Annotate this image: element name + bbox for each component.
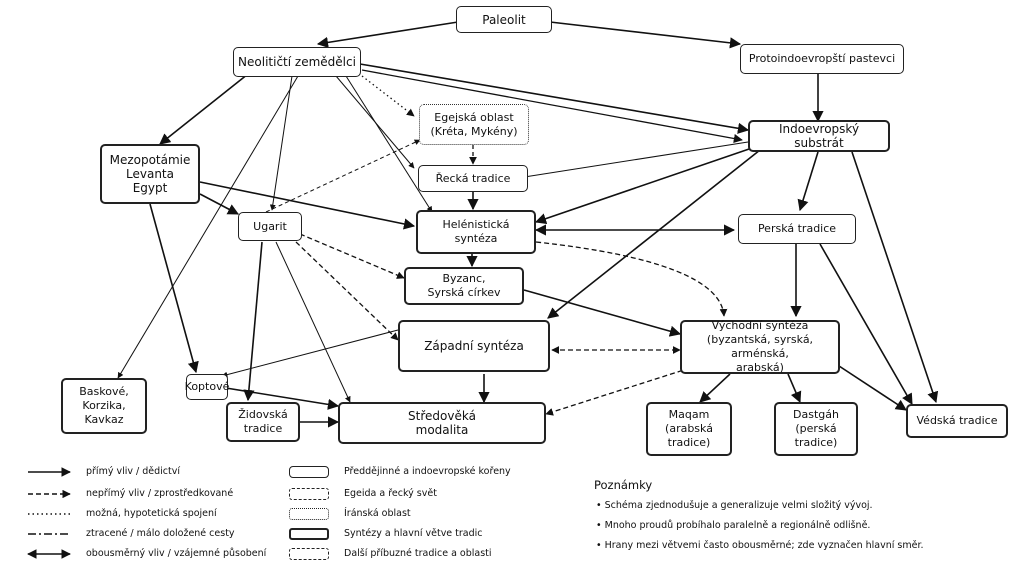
node-indosubstrat: Indoevropský substrát [748, 120, 890, 152]
edge-vychodni-dastgah [787, 373, 802, 404]
edge-neoliticti-indosubstrat-a [359, 63, 750, 134]
note-item: • Mnoho proudů probíhalo paralelně a reg… [596, 520, 871, 531]
node-koptove: Koptové [185, 374, 229, 400]
node-zidovska: Židovská tradice [226, 402, 300, 442]
edge-koptove-stredoveka [225, 387, 340, 410]
edge-vychodni-maqam [699, 373, 731, 403]
legend-text-hypothetical: možná, hypotetická spojení [86, 508, 217, 519]
edge-mezopotamie-helenisticka [199, 181, 416, 230]
edge-neoliticti-ugarit [269, 75, 293, 211]
node-vedska: Védská tradice [906, 404, 1008, 438]
edge-indosubstrat-recka [517, 141, 749, 181]
legend-text-direct: přímý vliv / dědictví [86, 466, 180, 477]
edge-vychodni-vedska [835, 363, 907, 411]
note-text: Mnoho proudů probíhalo paralelně a regio… [604, 520, 871, 531]
node-egejska: Egejská oblast (Kréta, Mykény) [419, 104, 529, 145]
note-text: Schéma zjednodušuje a generalizuje velmi… [604, 500, 873, 511]
edge-perska-vedska [819, 243, 913, 405]
node-perska: Perská tradice [738, 214, 856, 244]
legend-text-lost: ztracené / málo doložené cesty [86, 528, 235, 539]
edge-ugarit-egejska [265, 139, 421, 213]
edge-ugarit-zidovska [243, 241, 263, 402]
notes-title: Poznámky [594, 478, 653, 492]
legend-box-text-iran: Íránská oblast [344, 508, 411, 519]
edge-paleolit-protoindo [549, 21, 742, 49]
node-dastgah: Dastgáh (perská tradice) [774, 402, 858, 456]
node-mezopotamie: Mezopotámie Levanta Egypt [100, 144, 200, 204]
edge-helenisticka-vychodni [535, 241, 728, 317]
edge-mezopotamie-ugarit [199, 193, 239, 215]
legend-box-text-aegean: Egeida a řecký svět [344, 488, 437, 499]
node-recka: Řecká tradice [418, 165, 528, 192]
node-paleolit: Paleolit [456, 6, 552, 33]
node-stredoveka: Středověká modalita [338, 402, 546, 444]
node-neoliticti: Neolitičtí zemědělci [233, 47, 361, 77]
edge-mezopotamie-koptove [149, 203, 199, 374]
legend-box-text-related: Další příbuzné tradice a oblasti [344, 548, 492, 559]
edge-neoliticti-recka [335, 75, 415, 169]
legend-box-text-synthesis: Syntézy a hlavní větve tradic [344, 528, 483, 539]
edge-ugarit-byzanc [299, 233, 405, 279]
edge-neoliticti-baskove [117, 75, 299, 379]
edge-neoliticti-egejska [361, 75, 415, 117]
legend-box-related [289, 548, 329, 560]
node-ugarit: Ugarit [238, 212, 302, 241]
edge-ugarit-zapadni [295, 241, 399, 341]
legend-box-iran [289, 508, 329, 520]
node-protoindo: Protoindoevropští pastevci [740, 44, 904, 74]
edge-neoliticti-helenisticka [345, 75, 433, 213]
legend-box-aegean [289, 488, 329, 500]
legend-text-indirect: nepřímý vliv / zprostředkované [86, 488, 234, 499]
note-item: • Schéma zjednodušuje a generalizuje vel… [596, 500, 873, 511]
edge-ugarit-stredoveka [275, 241, 351, 403]
node-baskove: Baskové, Korzika, Kavkaz [61, 378, 147, 434]
legend-text-bidirectional: obousměrný vliv / vzájemné působení [86, 548, 267, 559]
legend-box-synthesis [289, 528, 329, 540]
edge-indosubstrat-vedska [851, 151, 939, 404]
legend-box-roots [289, 466, 329, 478]
edge-neoliticti-indosubstrat-b [361, 69, 743, 143]
edge-zapadni-koptove [221, 329, 399, 378]
edge-paleolit-neoliticti [316, 21, 459, 48]
node-vychodni: Východní syntéza (byzantská, syrská, arm… [680, 319, 840, 374]
edge-indosubstrat-zapadni [547, 149, 761, 319]
node-byzanc: Byzanc, Syrská církev [404, 267, 524, 305]
edge-neoliticti-mezopotamie [159, 73, 249, 145]
edge-indosubstrat-perska [797, 151, 819, 212]
node-helenisticka: Helénistická syntéza [416, 210, 536, 254]
note-text: Hrany mezi větvemi často obousměrné; zde… [604, 540, 924, 551]
edge-byzanc-vychodni [523, 289, 682, 337]
note-item: • Hrany mezi větvemi často obousměrné; z… [596, 540, 924, 551]
edge-indosubstrat-helenisticka [534, 147, 753, 225]
node-zapadni: Západní syntéza [398, 320, 550, 372]
legend-box-text-roots: Předdějinné a indoevropské kořeny [344, 466, 511, 477]
edge-vychodni-stredoveka [545, 367, 691, 416]
node-maqam: Maqam (arabská tradice) [646, 402, 732, 456]
